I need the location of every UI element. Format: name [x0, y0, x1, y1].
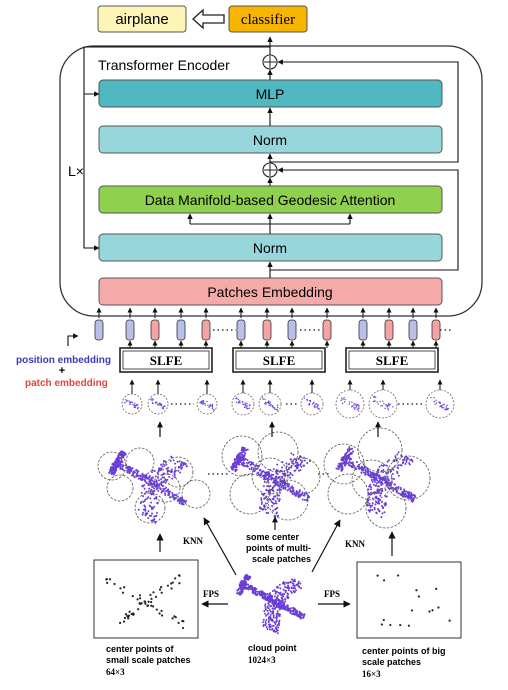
slfe-label-1: SLFE	[150, 353, 183, 368]
knn-left-label: KNN	[183, 536, 204, 546]
knn-right-label: KNN	[345, 539, 366, 549]
multi-scale-airplane	[97, 447, 211, 524]
bottom-flow-arrows	[156, 421, 396, 608]
patch-circle	[231, 379, 255, 416]
small-scale-center-points	[105, 574, 185, 630]
small-caption-line-3: 64×3	[106, 667, 125, 677]
position-embedding-label: position embedding	[16, 355, 111, 366]
slfe-box-3: SLFE	[345, 347, 439, 373]
patch-circle	[335, 379, 365, 419]
hollow-arrow-icon	[192, 8, 225, 30]
center-note-line-1: some center	[246, 532, 300, 542]
repeat-label: L×	[68, 163, 84, 179]
embedding-token	[176, 307, 186, 348]
patch-circle	[121, 379, 143, 415]
patch-circle	[196, 379, 218, 415]
big-caption-line-3: 16×3	[362, 669, 381, 679]
encoder-title: Transformer Encoder	[98, 57, 230, 73]
embedding-token	[408, 307, 418, 348]
fps-right-label: FPS	[324, 589, 340, 599]
output-label: airplane	[115, 11, 168, 28]
classifier-label: classifier	[241, 12, 295, 28]
embedding-token	[201, 307, 211, 348]
patch-circle	[300, 379, 324, 416]
embedding-token	[431, 307, 441, 348]
patches-embedding-label: Patches Embedding	[207, 284, 332, 300]
embedding-token	[150, 307, 160, 348]
fps-left-label: FPS	[203, 589, 219, 599]
multi-scale-airplane	[221, 431, 321, 521]
center-note-line-2: points of multi-	[246, 543, 311, 553]
embedding-token	[287, 307, 297, 348]
small-caption-line-2: small scale patches	[106, 655, 191, 665]
legend-arrow-icon	[67, 333, 79, 346]
add-icon-top	[262, 54, 278, 70]
small-caption-line-1: center points of	[106, 644, 175, 654]
slfe-label-3: SLFE	[376, 353, 409, 368]
patch-circle	[147, 379, 169, 415]
attention-label: Data Manifold-based Geodesic Attention	[145, 192, 396, 208]
norm-bottom-label: Norm	[253, 240, 287, 256]
small-scale-points-box	[93, 559, 199, 639]
slfe-box-1: SLFE	[119, 347, 213, 373]
output-box	[97, 5, 187, 33]
embedding-token	[125, 307, 135, 348]
center-note-line-3: scale patches	[252, 554, 311, 564]
patch-circle	[368, 379, 398, 419]
embedding-token	[94, 307, 104, 341]
cloud-caption-line-2: 1024×3	[248, 655, 276, 665]
slfe-box-2: SLFE	[232, 347, 326, 373]
classifier-box	[228, 5, 308, 33]
multi-scale-airplane	[323, 427, 431, 529]
embedding-token	[358, 307, 368, 348]
big-caption-line-2: scale patches	[362, 657, 421, 667]
cloud-caption-line-1: cloud point	[248, 643, 297, 653]
embedding-token	[262, 307, 272, 348]
transformer-encoder-frame	[59, 45, 483, 317]
patch-embedding-legend: patch embedding	[25, 378, 108, 389]
embedding-token	[236, 307, 246, 348]
norm-top-label: Norm	[253, 132, 287, 148]
embedding-token	[384, 307, 394, 348]
plus-label: +	[59, 365, 65, 377]
cloud-point-airplane	[236, 573, 306, 635]
patch-circle	[258, 379, 282, 416]
big-scale-center-points	[376, 574, 451, 627]
big-caption-line-1: center points of big	[362, 646, 446, 656]
embedding-token	[322, 307, 332, 348]
mlp-label: MLP	[256, 86, 285, 102]
slfe-label-2: SLFE	[263, 353, 296, 368]
encoder-flow-arrows	[83, 36, 459, 278]
add-icon-middle	[262, 162, 278, 178]
patch-circle	[425, 379, 455, 419]
